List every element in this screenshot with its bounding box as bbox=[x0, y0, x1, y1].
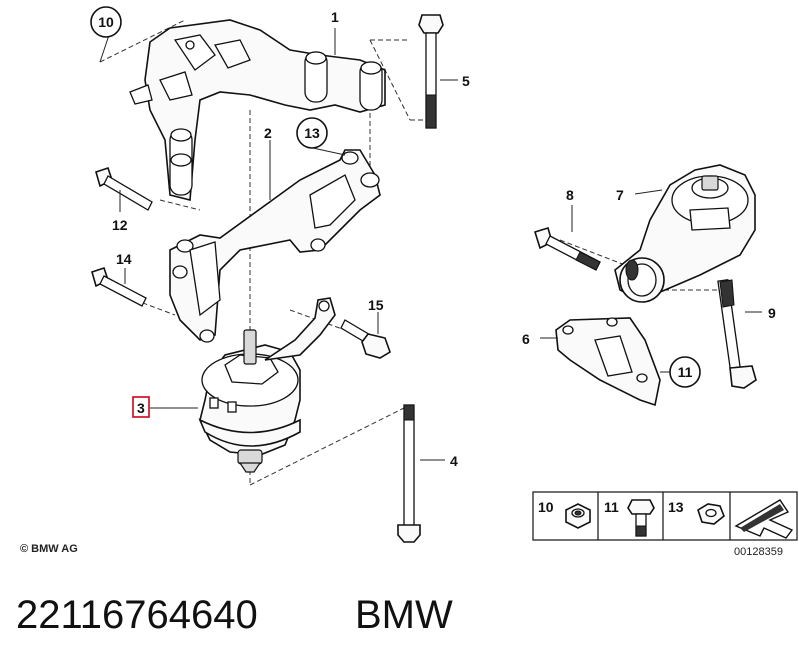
callout-13[interactable]: 13 bbox=[304, 125, 320, 141]
leader-lines bbox=[99, 28, 762, 461]
rear-mount bbox=[614, 164, 756, 303]
hardware-legend: 10 11 13 bbox=[532, 491, 798, 541]
hex-bolt-icon bbox=[627, 499, 655, 537]
callout-8[interactable]: 8 bbox=[566, 187, 574, 203]
callout-7[interactable]: 7 bbox=[616, 187, 624, 203]
copyright: © BMW AG bbox=[20, 543, 78, 555]
diagram-id: 00128359 bbox=[734, 546, 783, 558]
flange-nut-icon bbox=[565, 503, 591, 529]
callout-9[interactable]: 9 bbox=[768, 305, 776, 321]
callouts: 1 2 3 4 5 6 7 8 9 12 14 15 10 13 11 bbox=[90, 6, 776, 469]
brand-name: BMW bbox=[355, 593, 453, 637]
bolt-15 bbox=[340, 319, 391, 359]
bolt-14 bbox=[91, 266, 147, 307]
bolt-9 bbox=[717, 278, 757, 389]
bolt-12 bbox=[95, 166, 153, 211]
mounting-plate bbox=[555, 317, 661, 407]
callout-5[interactable]: 5 bbox=[462, 73, 470, 89]
callout-3[interactable]: 3 bbox=[137, 400, 145, 416]
top-bolt bbox=[418, 14, 444, 129]
bolt-8 bbox=[533, 226, 601, 271]
callout-15[interactable]: 15 bbox=[368, 297, 384, 313]
engine-support-bracket bbox=[129, 19, 386, 202]
direction-arrow-icon bbox=[734, 499, 794, 539]
torque-arm-bracket bbox=[169, 149, 381, 343]
hex-nut-icon bbox=[697, 503, 725, 525]
callout-4[interactable]: 4 bbox=[450, 453, 458, 469]
callout-10[interactable]: 10 bbox=[98, 14, 114, 30]
callout-6[interactable]: 6 bbox=[522, 331, 530, 347]
long-bolt bbox=[397, 404, 421, 543]
legend-label-10: 10 bbox=[538, 499, 554, 515]
engine-mount bbox=[198, 297, 336, 473]
callout-12[interactable]: 12 bbox=[112, 217, 128, 233]
callout-14[interactable]: 14 bbox=[116, 251, 132, 267]
callout-3-highlight-box bbox=[132, 396, 150, 418]
part-number: 22116764640 bbox=[16, 593, 258, 637]
legend-label-13: 13 bbox=[668, 499, 684, 515]
legend-label-11: 11 bbox=[604, 499, 619, 515]
callout-2[interactable]: 2 bbox=[264, 125, 272, 141]
callout-11[interactable]: 11 bbox=[678, 364, 693, 380]
callout-10-circle bbox=[90, 6, 122, 38]
callout-13-circle bbox=[296, 117, 328, 149]
callout-1[interactable]: 1 bbox=[331, 9, 339, 25]
callout-11-circle bbox=[669, 356, 701, 388]
